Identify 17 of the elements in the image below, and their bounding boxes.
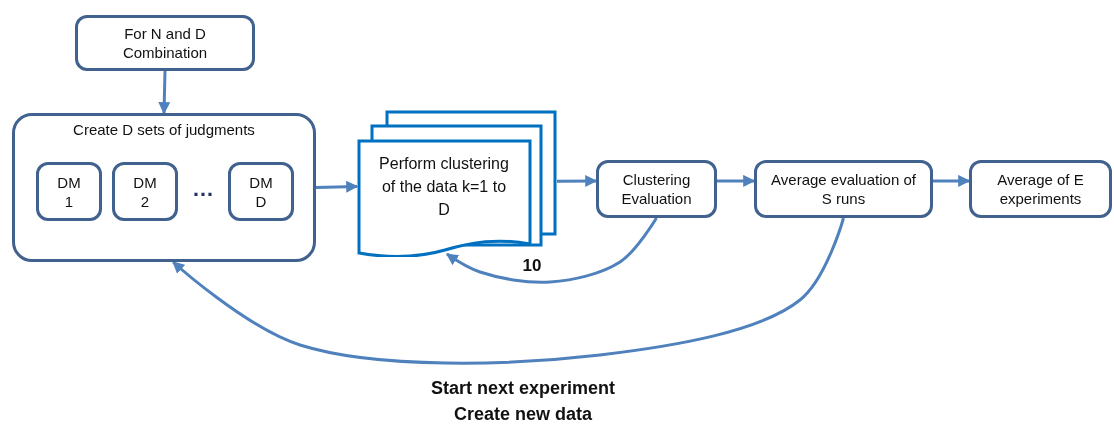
group-title: Create D sets of judgments xyxy=(72,120,256,139)
group-box xyxy=(12,113,316,262)
process-box: DM D xyxy=(228,162,294,221)
arrow xyxy=(557,175,598,187)
curved-arrow xyxy=(446,217,658,284)
process-box: Average of E experiments xyxy=(969,160,1112,218)
process-box: Average evaluation of S runs xyxy=(754,160,933,218)
process-box: DM 1 xyxy=(36,162,102,221)
process-box: Clustering Evaluation xyxy=(596,160,717,218)
curved-arrow xyxy=(172,217,845,365)
arrow xyxy=(717,174,756,187)
arrow xyxy=(933,174,971,187)
arrow xyxy=(158,70,171,115)
process-box: For N and D Combination xyxy=(75,15,255,71)
ellipsis-text: … xyxy=(192,176,214,202)
arrow xyxy=(315,180,359,193)
process-box: DM 2 xyxy=(112,162,178,221)
